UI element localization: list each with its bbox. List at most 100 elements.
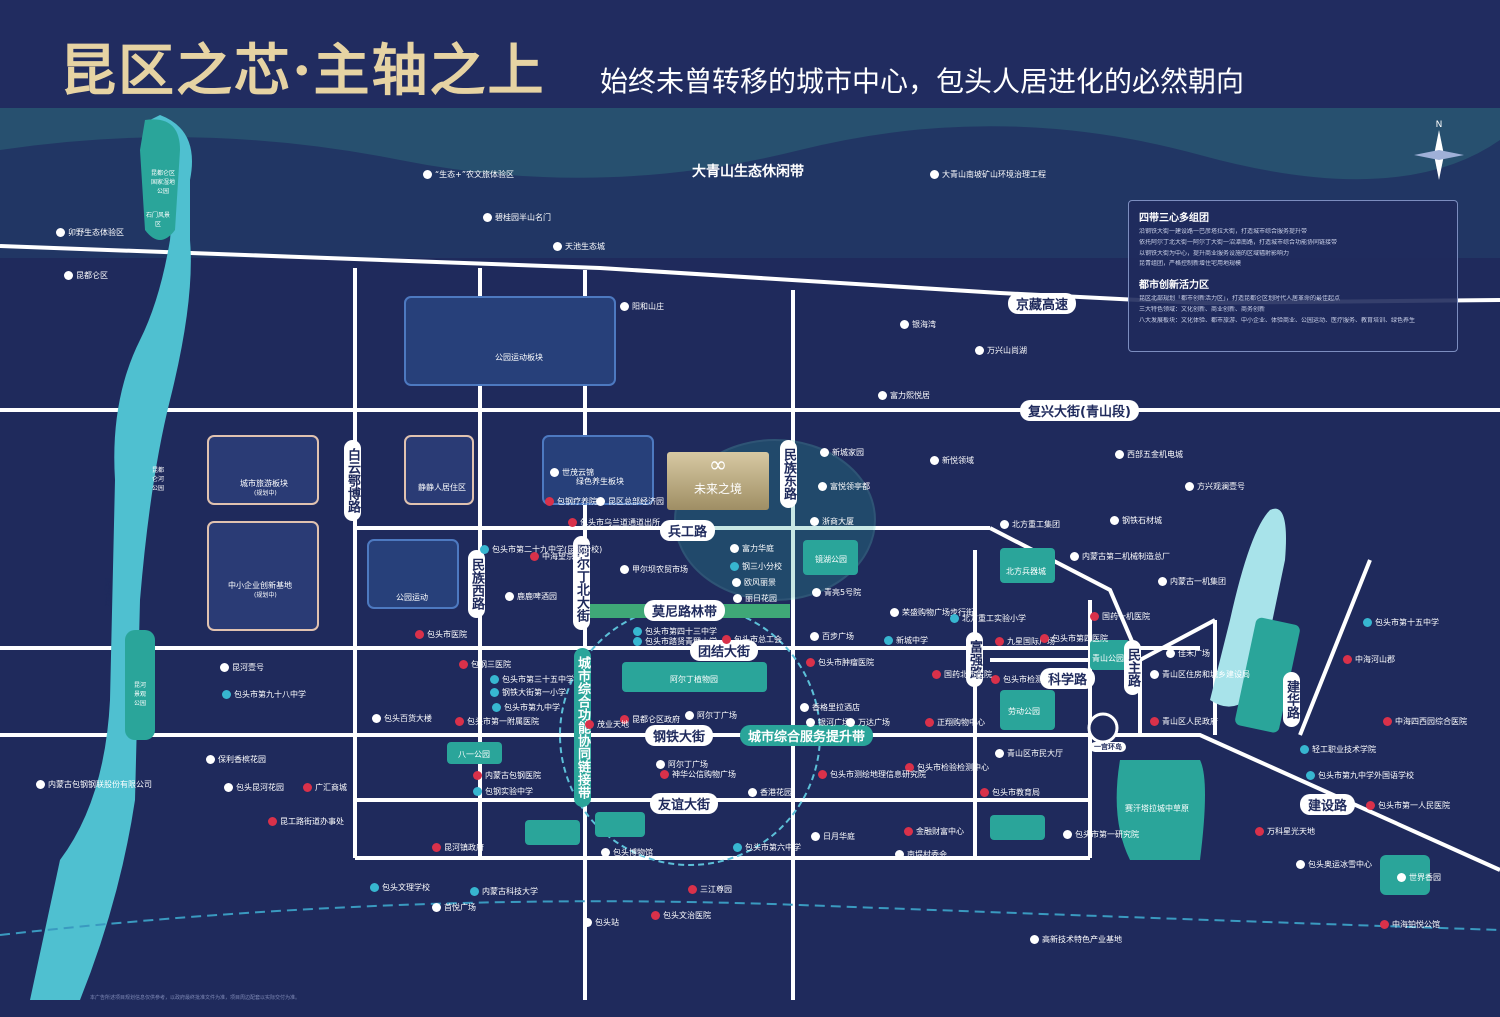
poi-marker[interactable]: “生态+”农文旅体验区 [423, 170, 514, 179]
poi-marker[interactable]: 包头奥运冰雪中心 [1296, 860, 1372, 869]
poi-marker[interactable]: 三江尊园 [688, 885, 732, 894]
poi-marker[interactable]: 昆区总部经济园 [596, 497, 664, 506]
poi-marker[interactable]: 丽日花园 [733, 594, 777, 603]
poi-marker[interactable]: 世茂云锦 [550, 468, 594, 477]
poi-marker[interactable]: 甲尔坝农贸市场 [620, 565, 688, 574]
poi-marker[interactable]: 中海望京府 [530, 552, 582, 561]
poi-marker[interactable]: 钢铁石材城 [1110, 516, 1162, 525]
poi-marker[interactable]: 欧风丽景 [732, 578, 776, 587]
poi-marker[interactable]: 包头博物馆 [601, 848, 653, 857]
poi-marker[interactable]: 昆河壹号 [220, 663, 264, 672]
poi-marker[interactable]: 包头市第四十三中学 [633, 627, 717, 636]
poi-marker[interactable]: 新城中学 [884, 636, 928, 645]
poi-marker[interactable]: 阳和山庄 [620, 302, 664, 311]
poi-marker[interactable]: 首悦广场 [432, 903, 476, 912]
poi-marker[interactable]: 高新技术特色产业基地 [1030, 935, 1122, 944]
poi-marker[interactable]: 包头市第十五中学 [1363, 618, 1439, 627]
poi-marker[interactable]: 中海铂悦公馆 [1380, 920, 1440, 929]
poi-marker[interactable]: 中海四西园综合医院 [1383, 717, 1467, 726]
poi-marker[interactable]: 鹿鹿啤酒园 [505, 592, 557, 601]
poi-marker[interactable]: 包头市第一人民医院 [1366, 801, 1450, 810]
poi-marker[interactable]: 包头市测绘地理信息研究院 [818, 770, 926, 779]
poi-marker[interactable]: 富悦领亭都 [818, 482, 870, 491]
poi-marker[interactable]: 佳禾广场 [1166, 649, 1210, 658]
poi-marker[interactable]: 昆都仑区 [64, 271, 108, 280]
poi-marker[interactable]: 荣盛购物广场步行街 [890, 608, 974, 617]
poi-marker[interactable]: 新城家园 [820, 448, 864, 457]
poi-marker[interactable]: 包头文理学校 [370, 883, 430, 892]
poi-marker[interactable]: 包头市肿瘤医院 [806, 658, 874, 667]
poi-marker[interactable]: 包头市教育局 [980, 788, 1040, 797]
poi-marker[interactable]: 大青山南坡矿山环境治理工程 [930, 170, 1046, 179]
poi-marker[interactable]: 富力华庭 [730, 544, 774, 553]
poi-marker[interactable]: 内蒙古包钢医院 [473, 771, 541, 780]
poi-marker[interactable]: 金融财富中心 [904, 827, 964, 836]
poi-marker[interactable]: 包头市第九中学外国语学校 [1306, 771, 1414, 780]
poi-marker[interactable]: 阿尔丁广场 [656, 760, 708, 769]
poi-marker[interactable]: 包头市医院 [415, 630, 467, 639]
poi-marker[interactable]: 日月华庭 [811, 832, 855, 841]
poi-marker[interactable]: 包头站 [583, 918, 619, 927]
poi-marker[interactable]: 包头市第九中学 [492, 703, 560, 712]
poi-marker[interactable]: 青亮5号院 [812, 588, 861, 597]
poi-marker[interactable]: 阿尔丁广场 [685, 711, 737, 720]
project-brand[interactable]: ∞ 未来之境 [667, 452, 769, 510]
poi-marker[interactable]: 包头昆河花园 [224, 783, 284, 792]
poi-marker[interactable]: 内蒙古一机集团 [1158, 577, 1226, 586]
poi-marker[interactable]: 青山区住房和城乡建设局 [1150, 670, 1250, 679]
poi-marker[interactable]: 方兴观澜壹号 [1185, 482, 1245, 491]
poi-marker[interactable]: 世界香园 [1397, 873, 1441, 882]
poi-marker[interactable]: 内蒙古科技大学 [470, 887, 538, 896]
poi-marker[interactable]: 包钢疗养院 [545, 497, 597, 506]
poi-marker[interactable]: 万达广场 [846, 718, 890, 727]
poi-marker[interactable]: 百步广场 [810, 632, 854, 641]
poi-marker[interactable]: 银海湾 [900, 320, 936, 329]
poi-marker[interactable]: 包钢三医院 [459, 660, 511, 669]
poi-marker[interactable]: 包头市第四医院 [1040, 634, 1108, 643]
poi-marker[interactable]: 万科星光天地 [1255, 827, 1315, 836]
poi-marker[interactable]: 北方重工实验小学 [950, 614, 1026, 623]
poi-marker[interactable]: 钢三小分校 [730, 562, 782, 571]
poi-marker[interactable]: 包头市第六中学 [733, 843, 801, 852]
poi-marker[interactable]: 昆都仑区政府 [620, 715, 680, 724]
poi-marker[interactable]: 天池生态城 [553, 242, 605, 251]
poi-marker[interactable]: 包头市检测局 [991, 675, 1051, 684]
poi-marker[interactable]: 内蒙古第二机械制造总厂 [1070, 552, 1170, 561]
poi-marker[interactable]: 国药北方医院 [932, 670, 992, 679]
poi-marker[interactable]: 新悦领域 [930, 456, 974, 465]
poi-marker[interactable]: 昆工路街道办事处 [268, 817, 344, 826]
poi-marker[interactable]: 包头市乌兰道通道出所 [568, 518, 660, 527]
poi-marker[interactable]: 富力熙悦居 [878, 391, 930, 400]
poi-marker[interactable]: 包头文治医院 [651, 911, 711, 920]
poi-marker[interactable]: 九星国际广场 [995, 637, 1055, 646]
poi-marker[interactable]: 浙商大厦 [810, 517, 854, 526]
poi-marker[interactable]: 卯野生态体验区 [56, 228, 124, 237]
poi-marker[interactable]: 包头百货大楼 [372, 714, 432, 723]
map-canvas[interactable] [0, 108, 1500, 1017]
poi-marker[interactable]: 包头市检验检测中心 [905, 763, 989, 772]
poi-marker[interactable]: 包头市总工会 [722, 635, 782, 644]
poi-marker[interactable]: 西部五金机电城 [1115, 450, 1183, 459]
poi-marker[interactable]: 包头市第一附属医院 [455, 717, 539, 726]
poi-marker[interactable]: 包头市第一研究院 [1063, 830, 1139, 839]
poi-marker[interactable]: 银河广场 [806, 718, 850, 727]
poi-marker[interactable]: 万兴山尚湖 [975, 346, 1027, 355]
poi-marker[interactable]: 钢铁大街第一小学 [490, 688, 566, 697]
poi-marker[interactable]: 中海河山郡 [1343, 655, 1395, 664]
poi-marker[interactable]: 保利香槟花园 [206, 755, 266, 764]
poi-marker[interactable]: 包头市第二十九中学(昆北分校) [480, 545, 602, 554]
poi-marker[interactable]: 内蒙古包钢钢联股份有限公司 [36, 780, 152, 789]
poi-marker[interactable]: 广汇商城 [303, 783, 347, 792]
poi-marker[interactable]: 南堤村委会 [895, 850, 947, 859]
poi-marker[interactable]: 碧桂园半山名门 [483, 213, 551, 222]
poi-marker[interactable]: 北方重工集团 [1000, 520, 1060, 529]
poi-marker[interactable]: 神华公信购物广场 [660, 770, 736, 779]
poi-marker[interactable]: 包头市第三十五中学 [490, 675, 574, 684]
poi-marker[interactable]: 香港花园 [748, 788, 792, 797]
poi-marker[interactable]: 包头市踏贤青稞小学 [633, 637, 717, 646]
poi-marker[interactable]: 青山区人民政府 [1150, 717, 1218, 726]
poi-marker[interactable]: 青山区市民大厅 [995, 749, 1063, 758]
poi-marker[interactable]: 茂业天地 [585, 720, 629, 729]
poi-marker[interactable]: 正翔购物中心 [925, 718, 985, 727]
poi-marker[interactable]: 包头市第九十八中学 [222, 690, 306, 699]
